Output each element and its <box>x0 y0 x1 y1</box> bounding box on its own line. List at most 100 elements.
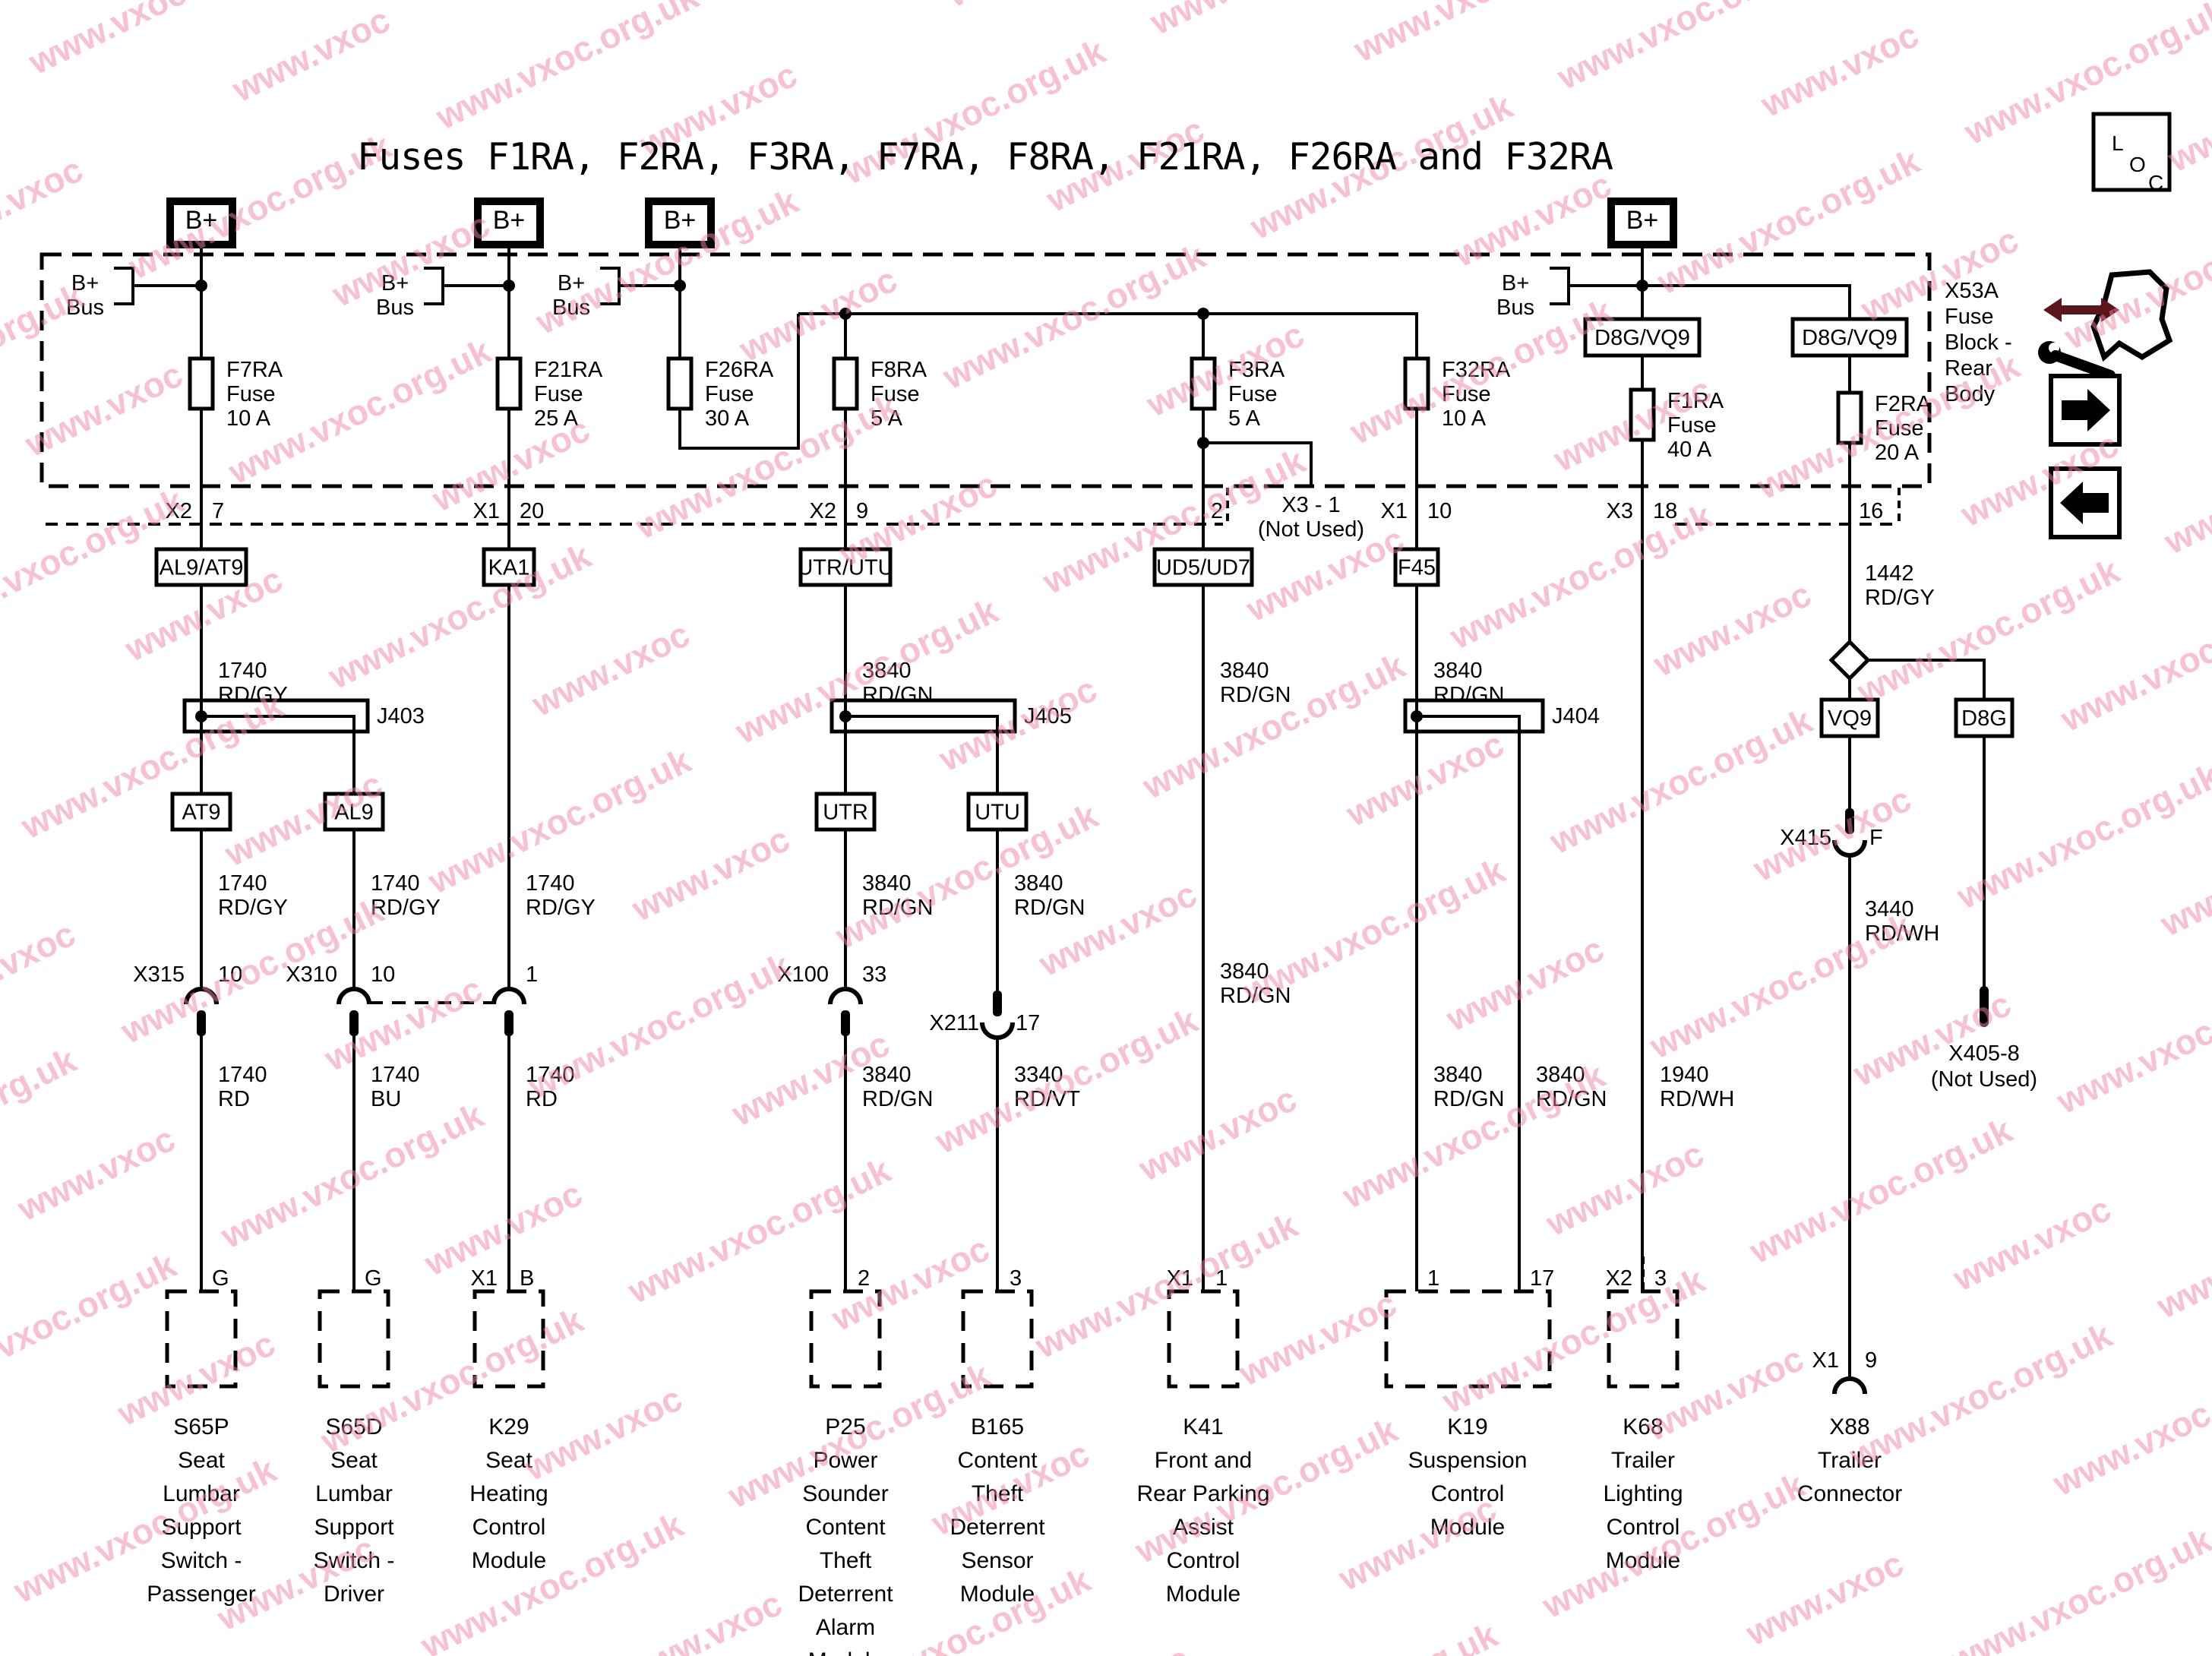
module-x88-label: Trailer <box>1818 1448 1882 1473</box>
fuse-f2ra <box>1836 390 1863 445</box>
fuse-block-name: Rear <box>1945 356 1992 381</box>
module-s65p-label: Support <box>161 1515 242 1540</box>
module-pin-label: G <box>365 1266 382 1291</box>
wire-label: 1940 <box>1660 1063 1709 1087</box>
splice-diamond <box>1828 639 1871 681</box>
label-box-vq9-label: VQ9 <box>1828 706 1872 731</box>
label-box-utr-utu-label: UTR/UTU <box>797 556 893 580</box>
bplus-bus-label: Bus <box>66 295 104 320</box>
module-pin-label: 1 <box>1427 1266 1439 1291</box>
connector-label: (Not Used) <box>1931 1067 2037 1092</box>
module-k19 <box>1384 1289 1552 1389</box>
connector-label: 33 <box>862 962 886 987</box>
fuse-f3ra <box>1190 356 1217 411</box>
module-s65p-label: S65P <box>173 1414 229 1440</box>
fuse-f1ra-label: 40 A <box>1667 438 1712 462</box>
fuse-f26ra-label: 30 A <box>705 406 750 431</box>
wire-label: RD <box>526 1087 558 1111</box>
wire-label: 3840 <box>1014 871 1063 896</box>
module-p25-label: Content <box>805 1515 886 1540</box>
junction-dot <box>1197 308 1209 320</box>
inline-connector-x100-socket <box>828 987 863 1005</box>
label-box-utu-label: UTU <box>975 801 1020 825</box>
wire-label: RD <box>218 1087 250 1111</box>
pin-label: X1 <box>473 499 500 523</box>
pin-label: X1 <box>1381 499 1408 523</box>
fuse-block-name: Fuse <box>1945 305 1993 329</box>
module-s65p-label: Switch - <box>161 1548 242 1573</box>
wire-label: RD/GN <box>1536 1087 1607 1111</box>
module-p25-label: Deterrent <box>798 1582 893 1607</box>
wire-j404-branch <box>1417 715 1521 1291</box>
fuse-f32ra-label: 10 A <box>1442 406 1487 431</box>
fuse-f26ra-label: F26RA <box>705 358 774 382</box>
fuse-f8ra <box>832 356 859 411</box>
bplus-terminal-2-label: B+ <box>493 206 526 235</box>
module-pin-label: 9 <box>1865 1348 1877 1373</box>
fuse-f7ra-label: F7RA <box>226 358 283 382</box>
pin-label: X3 <box>1607 499 1633 523</box>
fuse-f7ra-label: 10 A <box>226 406 271 431</box>
module-s65p-label: Lumbar <box>163 1481 240 1506</box>
pin-label: 9 <box>856 499 868 523</box>
wire-label: RD/GN <box>1014 896 1085 920</box>
module-pin-label: 1 <box>1215 1266 1228 1291</box>
wire-label: RD/GN <box>1220 683 1291 707</box>
connector-label: 10 <box>371 962 395 987</box>
module-k68 <box>1607 1289 1680 1389</box>
junction-dot <box>195 710 207 722</box>
inline-connector-k29-feed-plug <box>504 1010 514 1036</box>
module-k29-label: Seat <box>485 1448 532 1473</box>
fuse-f2ra-label: 20 A <box>1875 441 1920 465</box>
fuse-f1ra-label: F1RA <box>1667 389 1724 413</box>
module-s65d-label: Support <box>314 1515 394 1540</box>
fuse-f32ra-label: Fuse <box>1442 382 1490 406</box>
connector-label: 17 <box>1016 1011 1040 1035</box>
connector-label: 10 <box>218 962 242 987</box>
module-k29-label: Heating <box>469 1481 548 1506</box>
module-k29-label: K29 <box>488 1414 529 1440</box>
module-s65d-label: Switch - <box>314 1548 395 1573</box>
module-s65p <box>165 1289 238 1389</box>
inline-connector-x211 <box>980 991 1015 1040</box>
pin-label: 16 <box>1859 499 1883 523</box>
wire-label: RD/VT <box>1014 1087 1080 1111</box>
module-k19-label: Control <box>1431 1481 1505 1506</box>
wire-label: 3840 <box>1433 659 1483 683</box>
bplus-bus-label: B+ <box>558 271 585 295</box>
module-pin-label: 2 <box>858 1266 870 1291</box>
module-k41-label: Rear Parking <box>1136 1481 1269 1506</box>
module-p25-label: Power <box>813 1448 877 1473</box>
fuse-f2ra-label: Fuse <box>1875 416 1923 441</box>
module-k41-label: Assist <box>1173 1515 1234 1540</box>
connector-label: X405-8 <box>1948 1041 2020 1066</box>
module-p25-label: Sounder <box>802 1481 888 1506</box>
fuse-f1ra-label: Fuse <box>1667 413 1716 438</box>
bplus-terminal-1-label: B+ <box>185 206 218 235</box>
wire-label: 1740 <box>218 659 267 683</box>
wire-label: RD/GY <box>218 683 288 707</box>
module-x88-label: X88 <box>1829 1414 1869 1440</box>
wire-label: 3840 <box>862 1063 912 1087</box>
module-b165-label: Theft <box>972 1481 1024 1506</box>
wire-label: RD/GN <box>1220 984 1291 1008</box>
wire-label: 3340 <box>1014 1063 1063 1087</box>
label-box-f45-label: F45 <box>1398 556 1436 580</box>
connector-label: X415 <box>1780 826 1831 850</box>
fuse-f26ra-label: Fuse <box>705 382 754 406</box>
label-box-d8g-label: D8G <box>1961 706 2007 731</box>
module-k41-label: Control <box>1167 1548 1240 1573</box>
inline-connector-x315-plug <box>197 1010 206 1036</box>
prev-page-icon <box>2049 466 2122 539</box>
label-box-ud5-ud7-label: UD5/UD7 <box>1156 556 1250 580</box>
module-pin-label: G <box>212 1266 229 1291</box>
module-pin-label: 17 <box>1530 1266 1554 1291</box>
inline-connector-x315-socket <box>184 987 219 1005</box>
label-box-at9-label: AT9 <box>182 801 220 825</box>
module-s65p-label: Seat <box>178 1448 225 1473</box>
fuse-block-name: X53A <box>1945 279 1999 303</box>
module-k29-label: Control <box>472 1515 546 1540</box>
module-p25-label: P25 <box>825 1414 865 1440</box>
pin-label: 10 <box>1427 499 1452 523</box>
